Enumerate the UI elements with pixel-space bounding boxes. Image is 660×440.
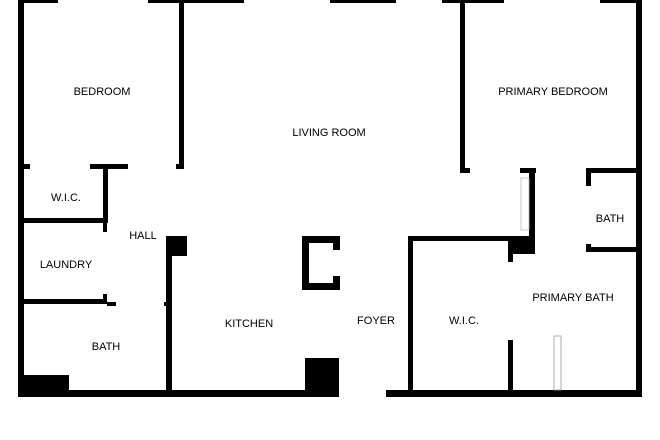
room-label-bedroom: BEDROOM [74, 86, 131, 98]
room-label-primary-bath: PRIMARY BATH [532, 292, 613, 304]
window-living-2 [396, 0, 442, 3]
island-opening [333, 250, 340, 276]
wall-bottom-left [18, 390, 339, 397]
shower-glass [553, 335, 562, 391]
door-bath [116, 302, 164, 306]
window-living [244, 0, 330, 3]
kitchen-block [305, 358, 339, 392]
wall-laundry-bottom [24, 299, 107, 304]
door-closet [520, 177, 530, 231]
wall-wic-left-bottom [24, 218, 107, 223]
wall-hall-left [103, 169, 108, 223]
room-label-living-room: LIVING ROOM [292, 127, 365, 139]
room-label-foyer: FOYER [357, 315, 395, 327]
room-label-laundry: LAUNDRY [40, 259, 93, 271]
door-small-bath [586, 186, 591, 244]
door-bedroom-2 [128, 164, 176, 169]
door-laundry [103, 232, 107, 294]
room-label-kitchen: KITCHEN [225, 318, 273, 330]
door-bedroom [30, 164, 90, 169]
wall-bottom-right [386, 390, 642, 397]
wall-kitchen-left [166, 236, 172, 394]
column-hall [166, 236, 187, 256]
door-primary-bath [508, 262, 513, 340]
wall-wic-right-left [408, 236, 413, 394]
wall-wic-right-top [408, 236, 514, 241]
wall-closet-right [529, 168, 535, 253]
wall-small-bath-bottom [586, 247, 642, 252]
window-bedroom [58, 0, 148, 3]
column-closet [508, 236, 535, 254]
wall-bedroom-right [179, 0, 184, 169]
room-label-primary-bedroom: PRIMARY BEDROOM [498, 86, 608, 98]
wall-primary-bedroom-left [460, 0, 465, 173]
room-label-wic-left: W.I.C. [51, 192, 81, 204]
wall-bedroom-bottom [24, 164, 184, 169]
window-primary [504, 0, 600, 3]
room-label-bath-small: BATH [596, 213, 625, 225]
room-label-hall: HALL [129, 230, 157, 242]
kitchen-island-inner [309, 243, 333, 283]
wall-left [18, 0, 24, 397]
wall-primary-bedroom-bottom-right [586, 168, 642, 173]
openings [30, 0, 600, 391]
room-labels: BEDROOM LIVING ROOM PRIMARY BEDROOM W.I.… [40, 86, 624, 353]
bath-fixture-block [24, 375, 69, 393]
room-label-bath: BATH [92, 341, 121, 353]
room-label-wic-right: W.I.C. [449, 315, 479, 327]
door-primary-bedroom [470, 168, 520, 173]
wall-right [636, 0, 642, 397]
